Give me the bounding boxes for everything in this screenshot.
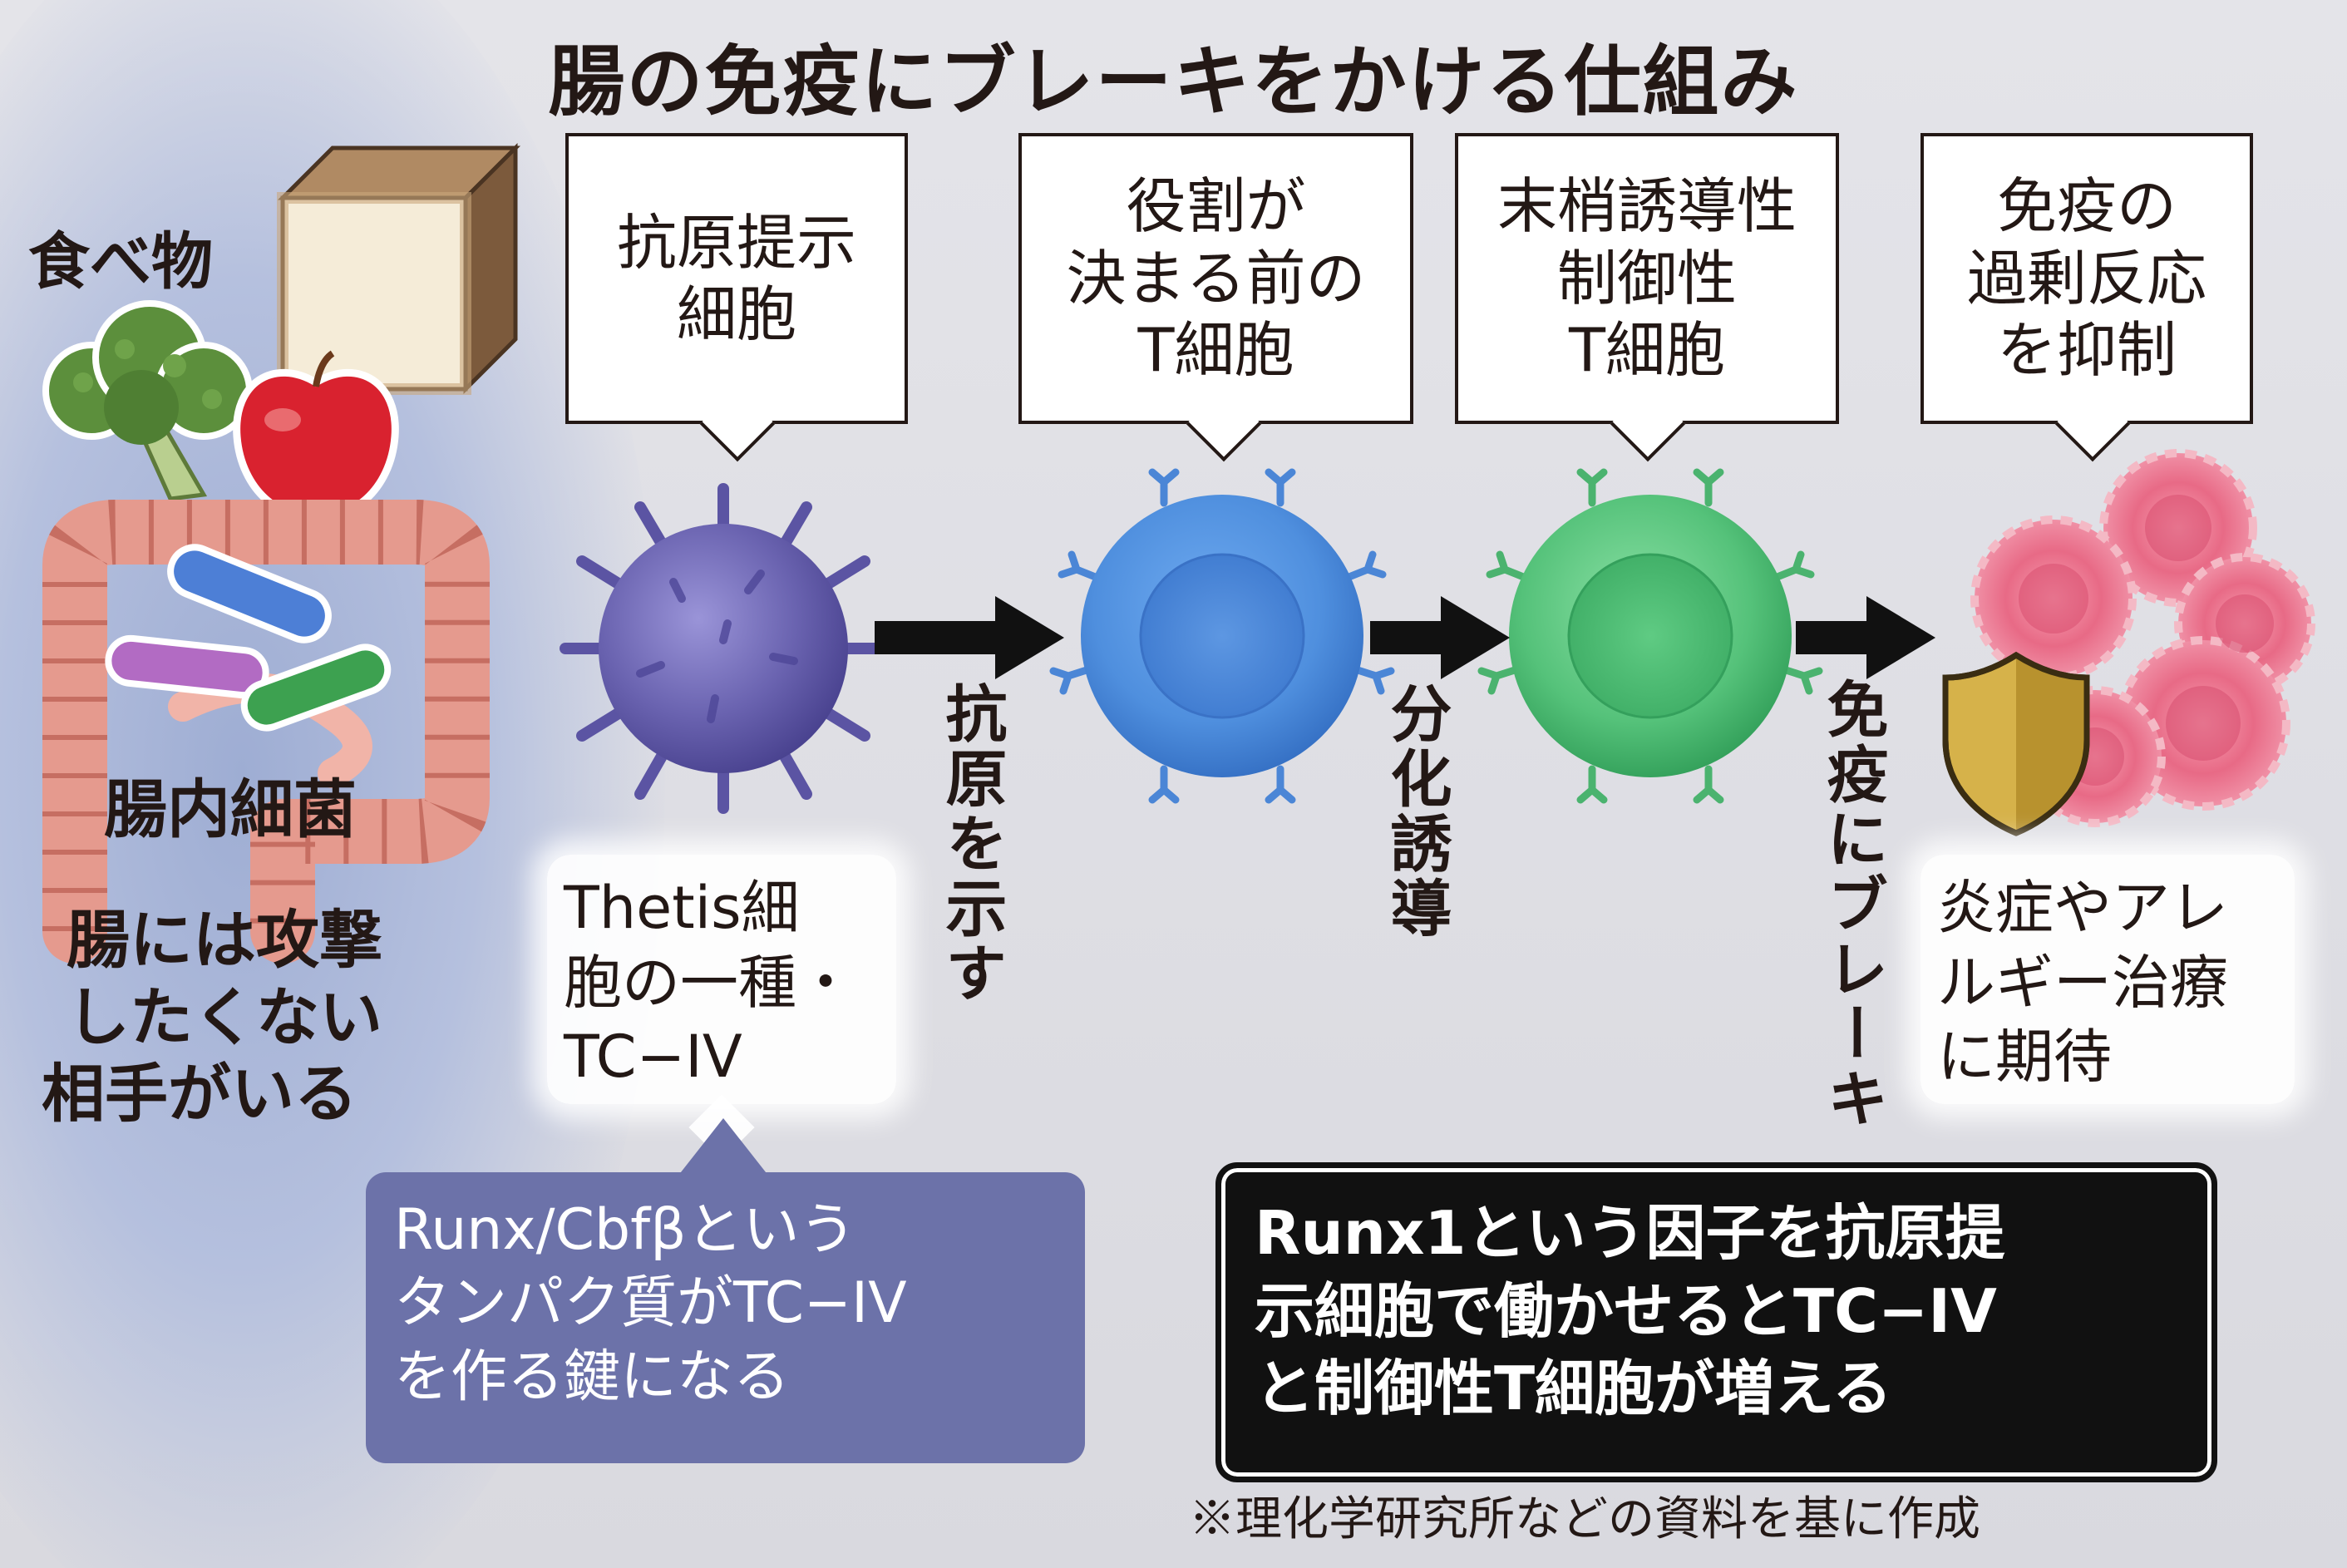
- arrow-label-present-antigen: 抗原を示す: [935, 682, 1007, 1006]
- antigen-presenting-cell-icon: [560, 483, 887, 814]
- callout-line: 末梢誘導性: [1496, 171, 1797, 242]
- left-statement: 腸には攻撃 したくない 相手がいる: [42, 902, 382, 1133]
- callout-line: を抑制: [1996, 315, 2177, 386]
- runx-cbfb-box: Runx/Cbfβという タンパク質がTC−IV を作る鍵になる: [366, 1172, 1085, 1463]
- caption-line: Thetis細: [564, 874, 800, 942]
- left-statement-line: 腸には攻撃: [67, 903, 382, 977]
- black-box-line: Runx1という因子を抗原提: [1255, 1198, 2005, 1268]
- callout-line: T細胞: [1569, 315, 1725, 386]
- source-note: ※理化学研究所などの資料を基に作成: [1189, 1492, 1980, 1546]
- arrow-2: [1370, 596, 1510, 679]
- purple-box-line: を作る鍵になる: [394, 1344, 791, 1410]
- arrow-3: [1796, 596, 1935, 679]
- runx1-result-box: Runx1という因子を抗原提 示細胞で働かせるとTC−IV と制御性T細胞が増え…: [1215, 1162, 2217, 1482]
- callout-line: 抗原提示: [616, 207, 856, 278]
- outcome-line: 炎症やアレ: [1937, 874, 2228, 942]
- callout-line: 免疫の: [1996, 171, 2177, 242]
- regulatory-t-cell-icon: [1477, 468, 1823, 804]
- naive-t-cell-icon: [1049, 468, 1395, 804]
- outcome-line: ルギー治療: [1937, 948, 2228, 1017]
- tc-iv-caption: Thetis細 胞の一種・ TC−IV: [547, 855, 896, 1104]
- page-title: 腸の免疫にブレーキをかける仕組み: [548, 37, 1799, 126]
- callout-line: 細胞: [676, 279, 796, 349]
- callout-line: T細胞: [1137, 315, 1294, 386]
- left-statement-line: したくない: [67, 979, 382, 1054]
- arrow-label-differentiation: 分化誘導: [1380, 682, 1452, 941]
- callout-line: 過剰反応: [1966, 243, 2206, 313]
- shield-icon: [1942, 651, 2090, 836]
- black-box-line: 示細胞で働かせるとTC−IV: [1255, 1275, 1997, 1346]
- purple-box-line: タンパク質がTC−IV: [394, 1270, 907, 1337]
- caption-line: 胞の一種・: [564, 948, 855, 1017]
- arrow-1: [875, 596, 1064, 679]
- broccoli-icon: [42, 300, 253, 501]
- callout-line: 決まる前の: [1066, 243, 1366, 313]
- callout-antigen-presenting-cell: 抗原提示細胞: [565, 133, 908, 424]
- arrow-label-immune-brake: 免疫にブレーキ: [1817, 678, 1888, 1132]
- outcome-caption: 炎症やアレ ルギー治療 に期待: [1920, 855, 2295, 1104]
- left-statement-line: 相手がいる: [42, 1057, 357, 1132]
- bacteria-label: 腸内細菌: [104, 772, 357, 846]
- bacteria-icon: [105, 544, 392, 732]
- callout-line: 制御性: [1556, 243, 1737, 313]
- black-box-line: と制御性T細胞が増える: [1255, 1354, 1892, 1424]
- purple-box-line: Runx/Cbfβという: [394, 1197, 856, 1263]
- food-label: 食べ物: [28, 226, 213, 298]
- caption-line: TC−IV: [564, 1023, 742, 1092]
- callout-suppress-immunity: 免疫の過剰反応を抑制: [1920, 133, 2253, 424]
- outcome-line: に期待: [1937, 1023, 2112, 1092]
- purple-box-tail: [678, 1118, 769, 1176]
- callout-line: 役割が: [1126, 171, 1306, 242]
